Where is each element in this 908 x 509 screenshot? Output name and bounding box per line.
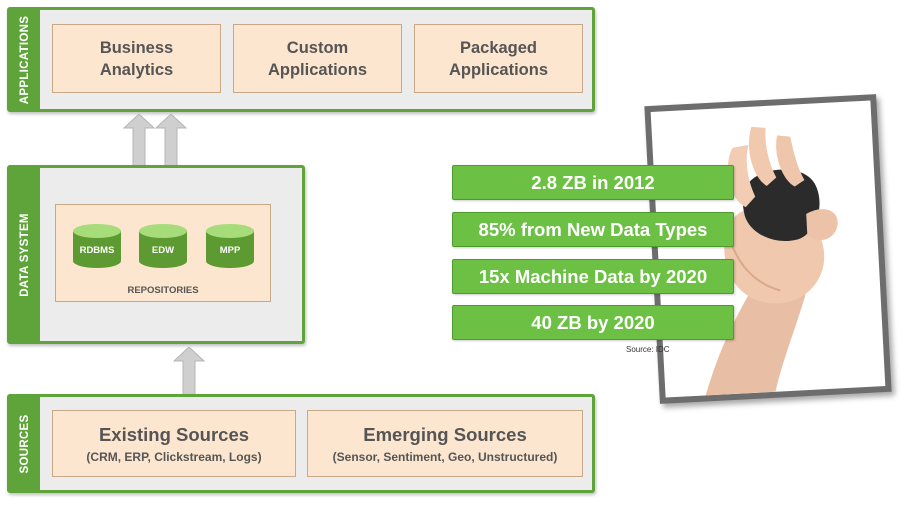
rdbms-database-icon: RDBMS [72,223,122,269]
stat-bar-3: 15x Machine Data by 2020 [452,259,734,294]
business-analytics-box: Business Analytics [52,24,221,93]
sources-layer: SOURCES Existing Sources (CRM, ERP, Clic… [7,394,595,493]
repositories-box: RDBMS EDW MPP REPOSITORIES [55,204,271,302]
repositories-label: REPOSITORIES [127,285,199,296]
applications-label: APPLICATIONS [19,15,31,104]
stat-bar-2: 85% from New Data Types [452,212,734,247]
hand-photo-inner [650,100,886,398]
data-system-label: DATA SYSTEM [19,212,31,297]
emerging-sources-box: Emerging Sources (Sensor, Sentiment, Geo… [307,410,583,477]
data-system-side-label: DATA SYSTEM [10,168,40,341]
applications-layer: APPLICATIONS Business Analytics Custom A… [7,7,595,112]
hand-photo [644,94,892,404]
stat-bar-1: 2.8 ZB in 2012 [452,165,734,200]
up-arrow-icon [173,347,205,395]
sources-label: SOURCES [19,414,31,473]
hand-with-marker-icon [705,126,838,396]
emerging-sources-title: Emerging Sources [363,423,527,445]
data-system-layer: DATA SYSTEM RDBMS EDW MPP REPOSITORIES [7,165,305,344]
edw-database-icon: EDW [138,223,188,269]
custom-applications-box: Custom Applications [233,24,402,93]
existing-sources-title: Existing Sources [98,423,250,445]
up-down-arrow-icon [122,114,188,200]
emerging-sources-subtitle: (Sensor, Sentiment, Geo, Unstructured) [332,449,558,464]
sources-side-label: SOURCES [10,397,40,490]
source-note: Source: IDC [626,345,670,354]
mpp-database-icon: MPP [205,223,255,269]
existing-sources-subtitle: (CRM, ERP, Clickstream, Logs) [86,449,262,464]
stat-bar-4: 40 ZB by 2020 [452,305,734,340]
applications-side-label: APPLICATIONS [10,10,40,109]
packaged-applications-box: Packaged Applications [414,24,583,93]
existing-sources-box: Existing Sources (CRM, ERP, Clickstream,… [52,410,296,477]
